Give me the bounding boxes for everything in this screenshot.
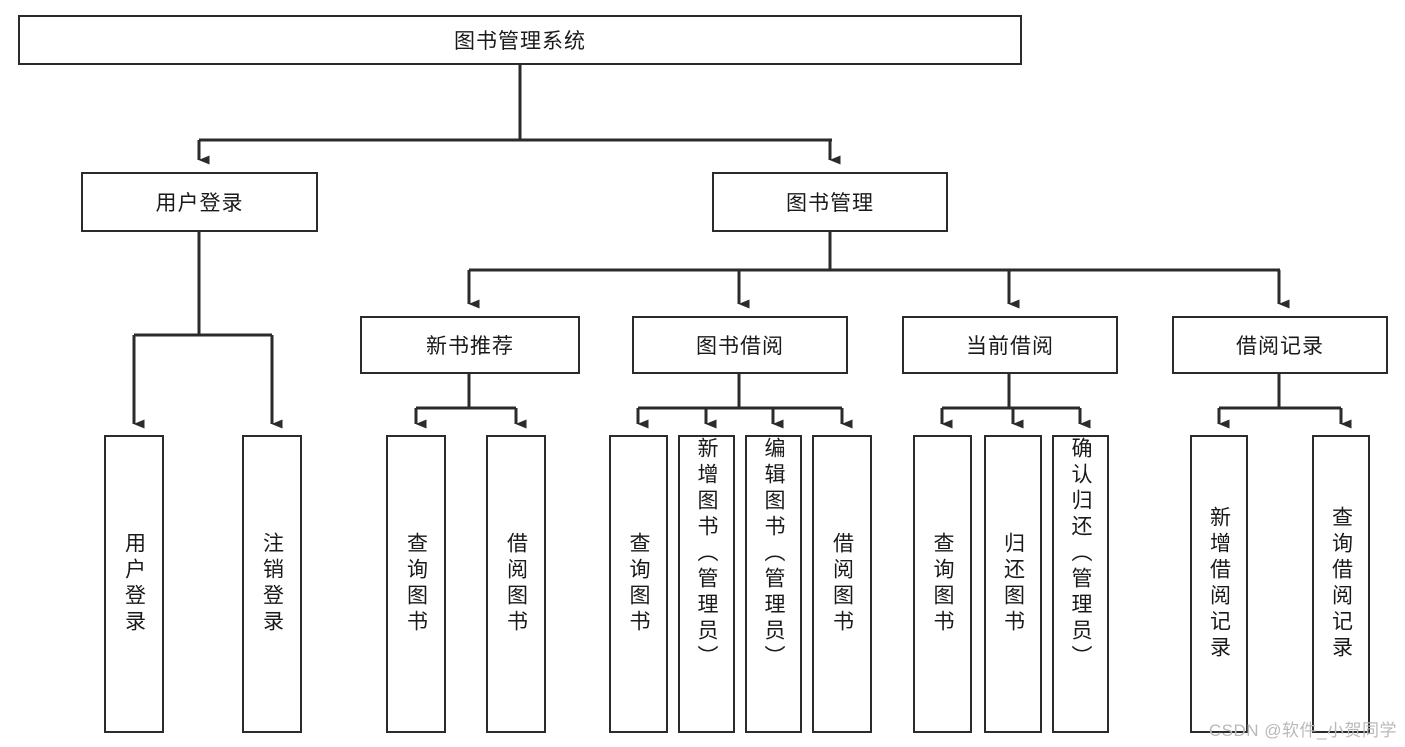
node-leaf-confirm-return-admin-label: 确认归还（管理员） — [1069, 437, 1092, 671]
node-leaf-user-login-label: 用户登录 — [122, 532, 146, 636]
node-leaf-borrow-book-1-label: 借阅图书 — [504, 532, 528, 636]
node-new-book-recommend-label: 新书推荐 — [426, 335, 514, 358]
node-leaf-borrow-book-2[interactable]: 借阅图书 — [812, 435, 872, 733]
node-leaf-edit-book-admin[interactable]: 编辑图书（管理员） — [745, 435, 802, 733]
node-root[interactable]: 图书管理系统 — [18, 15, 1022, 65]
node-root-label: 图书管理系统 — [454, 30, 586, 53]
node-leaf-confirm-return-admin[interactable]: 确认归还（管理员） — [1052, 435, 1109, 733]
node-book-manage-label: 图书管理 — [786, 192, 874, 215]
node-book-manage[interactable]: 图书管理 — [712, 172, 948, 232]
node-leaf-query-book-1-label: 查询图书 — [404, 532, 428, 636]
node-current-borrow[interactable]: 当前借阅 — [902, 316, 1118, 374]
node-leaf-query-book-2[interactable]: 查询图书 — [609, 435, 668, 733]
node-leaf-query-borrow-record-label: 查询借阅记录 — [1329, 506, 1353, 662]
watermark-text: CSDN @软件_小贺同学 — [1208, 721, 1397, 740]
node-leaf-query-book-3[interactable]: 查询图书 — [913, 435, 972, 733]
node-leaf-add-book-admin-label: 新增图书（管理员） — [695, 437, 718, 671]
node-leaf-user-logout-label: 注销登录 — [260, 532, 284, 636]
node-leaf-query-borrow-record[interactable]: 查询借阅记录 — [1312, 435, 1370, 733]
node-book-borrow-label: 图书借阅 — [696, 335, 784, 358]
node-leaf-borrow-book-1[interactable]: 借阅图书 — [486, 435, 546, 733]
node-current-borrow-label: 当前借阅 — [966, 335, 1054, 358]
node-user-login-label: 用户登录 — [155, 192, 244, 215]
node-leaf-return-book[interactable]: 归还图书 — [984, 435, 1042, 733]
node-leaf-query-book-3-label: 查询图书 — [931, 532, 954, 636]
node-new-book-recommend[interactable]: 新书推荐 — [360, 316, 580, 374]
node-leaf-borrow-book-2-label: 借阅图书 — [830, 532, 854, 636]
node-user-login[interactable]: 用户登录 — [81, 172, 318, 232]
node-leaf-query-book-2-label: 查询图书 — [627, 532, 650, 636]
node-leaf-query-book-1[interactable]: 查询图书 — [386, 435, 446, 733]
node-leaf-user-logout[interactable]: 注销登录 — [242, 435, 302, 733]
node-leaf-user-login[interactable]: 用户登录 — [104, 435, 164, 733]
node-borrow-record[interactable]: 借阅记录 — [1172, 316, 1388, 374]
node-leaf-return-book-label: 归还图书 — [1001, 532, 1025, 636]
node-leaf-add-book-admin[interactable]: 新增图书（管理员） — [678, 435, 735, 733]
node-leaf-add-borrow-record-label: 新增借阅记录 — [1207, 506, 1231, 662]
node-leaf-add-borrow-record[interactable]: 新增借阅记录 — [1190, 435, 1248, 733]
node-book-borrow[interactable]: 图书借阅 — [632, 316, 848, 374]
node-borrow-record-label: 借阅记录 — [1236, 335, 1324, 358]
node-leaf-edit-book-admin-label: 编辑图书（管理员） — [762, 437, 785, 671]
